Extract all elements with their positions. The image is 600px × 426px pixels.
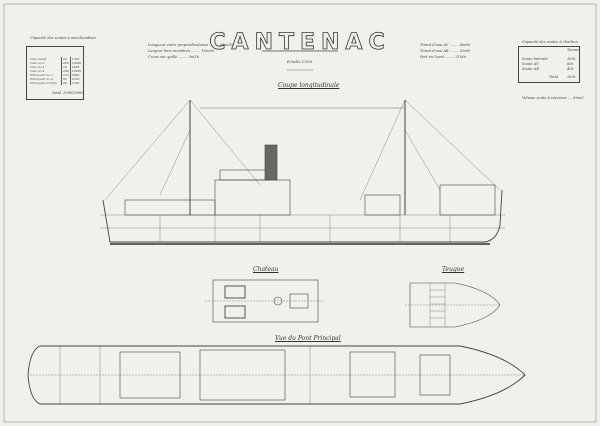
dimension-line: Creux sur quille ........ 5m16	[148, 55, 199, 59]
longitudinal-section	[100, 99, 505, 245]
cell-b: 2100	[69, 77, 83, 81]
cell-a: 286	[61, 61, 71, 65]
cell-a: 122	[61, 73, 71, 77]
drawing-title: CANTENAC	[209, 30, 391, 56]
cell-a: 20	[61, 57, 71, 61]
dimension-line: Tirant d'eau AV ........ 4m80	[420, 43, 471, 47]
total-value: 260t	[567, 75, 576, 79]
left-table-caption: Capacité des soutes à marchandises	[30, 36, 97, 40]
scale-label: Echelle 1/100	[287, 60, 313, 64]
row-value: 60t	[567, 62, 574, 66]
cell-label: Cale no 4	[30, 69, 45, 73]
border-frame	[3, 3, 597, 423]
cell-b: 1700	[69, 81, 83, 85]
cell-a: 80	[61, 81, 71, 85]
cell-label: Cale avant	[30, 57, 47, 61]
cell-b: 10280	[69, 69, 83, 73]
right-table-caption: Capacité des soutes à charbon	[522, 40, 578, 44]
cell-label: Entrepont no 2	[30, 77, 53, 81]
cell-b: 3380	[69, 73, 83, 77]
dimension-line: Tirant d'eau AR ........ 5m00	[420, 49, 471, 53]
cell-label: Entrepont no 1	[30, 73, 53, 77]
cell-a: 280	[61, 69, 71, 73]
column-header: Tonnes	[567, 48, 580, 52]
dimensions-right: Tirant d'eau AV ........ 4m80 Tirant d'e…	[420, 43, 470, 59]
funnel	[264, 144, 278, 181]
row-label: Soute AV	[522, 62, 539, 66]
section-title: Coupe longitudinale	[278, 82, 340, 89]
total-label: Total	[549, 75, 559, 79]
teugue-label: Teugue	[442, 266, 465, 273]
cell-a: 24	[61, 65, 71, 69]
row-value: 40t	[567, 67, 574, 71]
cell-a: 82	[61, 77, 71, 81]
cell-b: 1480	[69, 65, 83, 69]
cell-label: Entrepont arrière	[30, 81, 57, 85]
chateau-label: Chateau	[253, 266, 279, 273]
reserve-volume-note: Volume soute à réserves .... 80m3	[522, 96, 584, 100]
total-label: Total	[52, 91, 62, 95]
cell-label: Cale no 3	[30, 65, 45, 69]
row-label: Soute latérale	[522, 57, 548, 61]
row-label: Soute AR	[522, 67, 539, 71]
cell-b: 1700	[69, 57, 83, 61]
chateau-plan	[205, 279, 325, 323]
dimensions: Longueur entre perpendiculaires ........…	[148, 43, 232, 59]
cell-label: Cale no 2	[30, 61, 45, 65]
dimension-line: Longueur entre perpendiculaires ........…	[148, 43, 233, 47]
total-b: 29900	[72, 91, 84, 95]
dimension-line: Largeur hors membres ........ 10m36	[148, 49, 214, 53]
teugue-plan	[405, 282, 501, 328]
cell-b: 10380	[69, 61, 83, 65]
dimension-line: Port en lourd ........ 2100t	[420, 55, 466, 59]
total-a: 1080	[63, 91, 73, 95]
main-deck-label: Vue du Pont Principal	[275, 335, 341, 342]
row-value: 160t	[567, 57, 576, 61]
main-deck-plan	[27, 345, 526, 405]
